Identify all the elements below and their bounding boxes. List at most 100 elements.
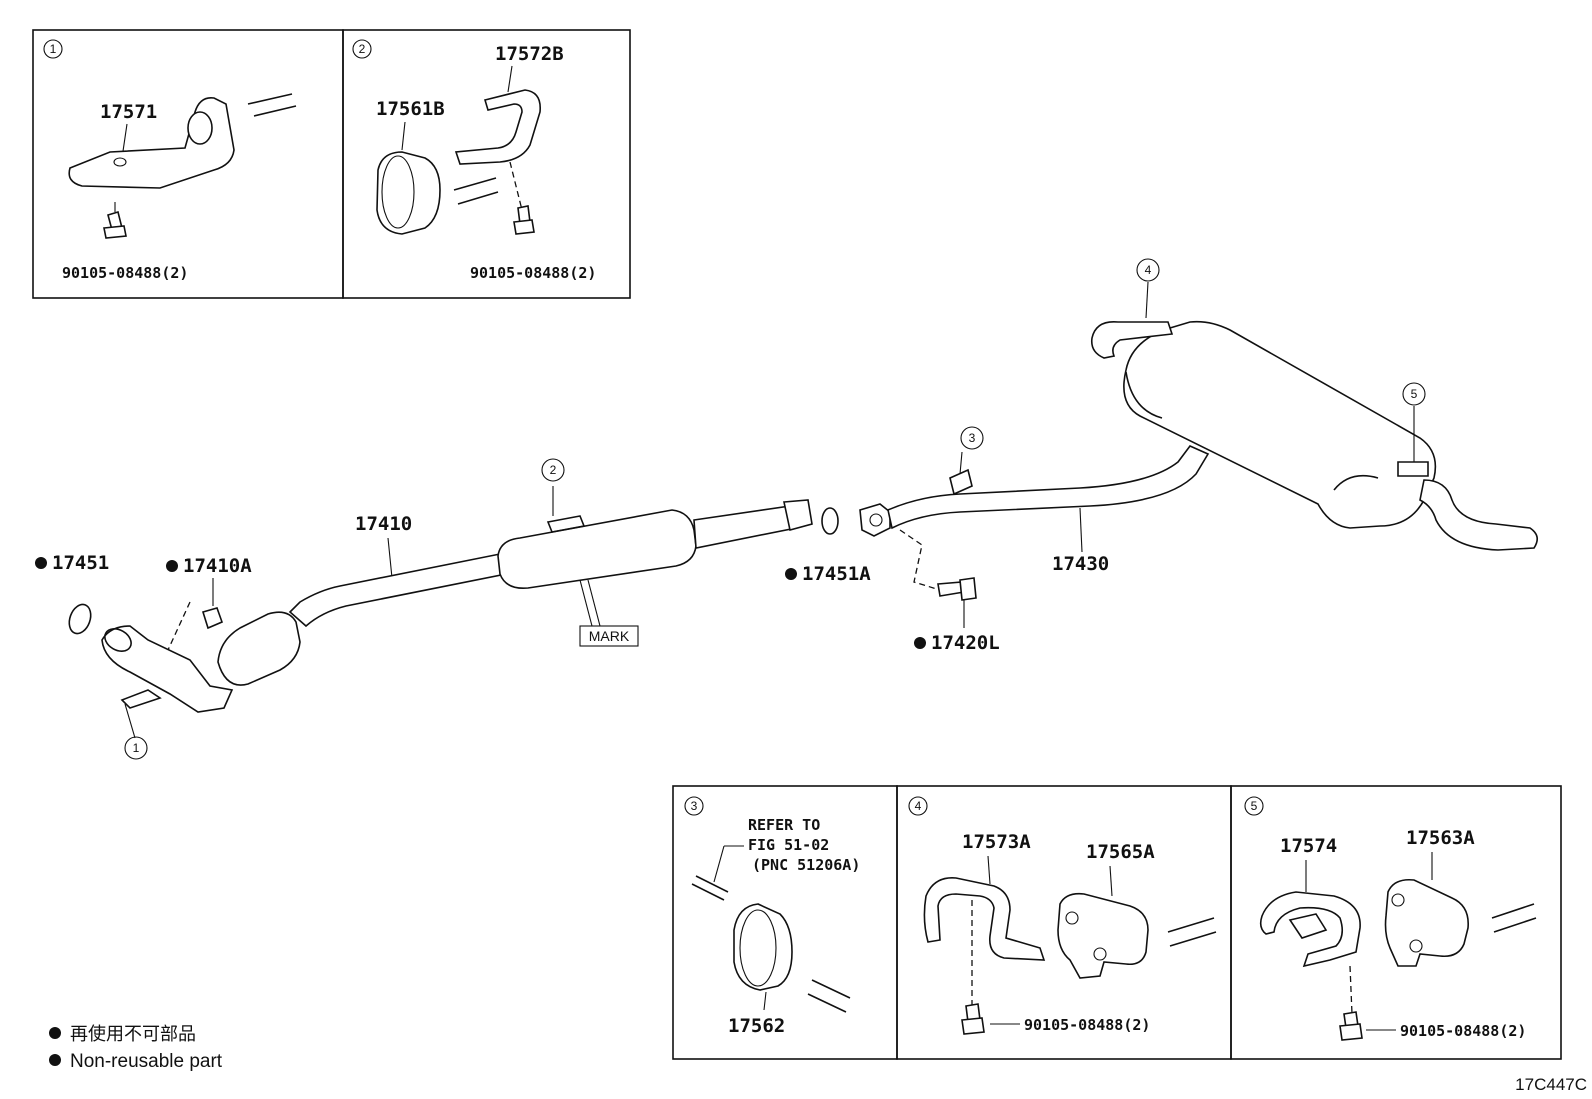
bolt-head[interactable]: [513, 219, 535, 235]
callout-3-label: 3: [691, 799, 698, 813]
pipe-stub: [691, 875, 729, 901]
mark-label: MARK: [589, 628, 630, 644]
refer-line-3[interactable]: (PNC 51206A): [752, 856, 860, 874]
callout-circle-2: [352, 39, 372, 59]
support-17563A[interactable]: [1384, 878, 1469, 967]
refer-leader: [713, 845, 725, 883]
muffler-edge: [1125, 371, 1163, 419]
leader-line: [1079, 507, 1083, 553]
mark-leader: [579, 579, 593, 627]
refer-line-1[interactable]: REFER TO: [748, 816, 820, 834]
nut-17410A[interactable]: [201, 607, 224, 630]
catalytic-converter[interactable]: [217, 611, 301, 686]
insulator-17561B[interactable]: [376, 151, 441, 235]
bolt-head[interactable]: [103, 225, 127, 239]
flange-hole: [869, 513, 883, 527]
bolt-head[interactable]: [1339, 1023, 1363, 1041]
hanger-rod-2[interactable]: [546, 515, 586, 533]
non-reusable-dot: [166, 560, 178, 572]
bolt-label-inset-4[interactable]: 90105-08488(2): [1024, 1016, 1150, 1034]
part-17451A-label[interactable]: 17451A: [802, 563, 871, 585]
callout-3-main: 3: [969, 431, 976, 445]
bolt-17420L-head[interactable]: [959, 577, 977, 601]
part-17561B-label[interactable]: 17561B: [376, 98, 445, 120]
callout-circle-3: [684, 796, 704, 816]
insulator-face: [739, 909, 777, 987]
leader-line: [763, 991, 767, 1011]
hanger-17572B[interactable]: [454, 89, 542, 165]
muffler-hanger-5[interactable]: [1397, 461, 1429, 477]
front-pipe-17410[interactable]: [288, 553, 508, 628]
part-17563A-label[interactable]: 17563A: [1406, 827, 1475, 849]
bolt-head[interactable]: [961, 1017, 985, 1035]
hanger-rod-3[interactable]: [949, 468, 973, 496]
callout-4-label: 4: [915, 799, 922, 813]
callout-circle-4[interactable]: [1136, 258, 1160, 282]
inset-2-frame: [342, 29, 631, 299]
part-17562-label[interactable]: 17562: [728, 1015, 785, 1037]
inset-3: 3 REFER TO FIG 51-02 (PNC 51206A) 17562: [672, 785, 898, 1060]
bolt-label-inset-5[interactable]: 90105-08488(2): [1400, 1022, 1526, 1040]
callout-5-label: 5: [1251, 799, 1258, 813]
mark-leader: [587, 579, 601, 627]
bracket-hole: [113, 157, 127, 167]
part-17420L-label[interactable]: 17420L: [931, 632, 1000, 654]
part-17574-label[interactable]: 17574: [1280, 835, 1337, 857]
tail-pipe-17430[interactable]: [887, 445, 1210, 530]
hanger-rod-1[interactable]: [120, 689, 162, 709]
leader-line: [387, 537, 393, 579]
part-17565A-label[interactable]: 17565A: [1086, 841, 1155, 863]
callout-1-main: 1: [133, 741, 140, 755]
callout-circle-4: [908, 796, 928, 816]
main-muffler[interactable]: [1123, 320, 1437, 529]
pipe-stub: [247, 93, 297, 117]
muffler-tail-outlet[interactable]: [1419, 479, 1538, 551]
refer-line-2[interactable]: FIG 51-02: [748, 836, 829, 854]
center-outlet-flange[interactable]: [783, 499, 813, 531]
callout-circle-2[interactable]: [541, 458, 565, 482]
support-17565A[interactable]: [1057, 892, 1149, 979]
pipe-stub: [1491, 903, 1537, 933]
main-assembly: 17451 17410A 17410 MARK 2 1: [35, 258, 1538, 760]
muffler-hanger-4[interactable]: [1090, 321, 1174, 359]
part-17430-label[interactable]: 17430: [1052, 553, 1109, 575]
part-17410A-label[interactable]: 17410A: [183, 555, 252, 577]
hanger-17573A[interactable]: [923, 877, 1046, 961]
callout-circle-5[interactable]: [1402, 382, 1426, 406]
part-17410-label[interactable]: 17410: [355, 513, 412, 535]
hanger-17574[interactable]: [1259, 891, 1361, 968]
center-muffler[interactable]: [497, 509, 697, 590]
callout-5-main: 5: [1411, 387, 1418, 401]
bolt-alignment-dash: [509, 161, 523, 211]
mark-box: [579, 625, 639, 647]
muffler-end-detail: [1333, 474, 1379, 491]
bolt-label-inset-2[interactable]: 90105-08488(2): [470, 264, 596, 282]
legend-dot-2: [49, 1054, 61, 1066]
part-17451-label[interactable]: 17451: [52, 552, 109, 574]
support-hole: [1409, 939, 1423, 953]
bolt-alignment-dash: [899, 529, 941, 591]
leader-line: [507, 65, 513, 93]
part-17573A-label[interactable]: 17573A: [962, 831, 1031, 853]
gasket-17451[interactable]: [65, 601, 94, 636]
insulator-17562[interactable]: [733, 903, 793, 991]
front-flange[interactable]: [101, 625, 234, 713]
tail-pipe-flange[interactable]: [859, 503, 891, 537]
inset-1: 1 17571 90105-08488(2): [32, 29, 344, 299]
gasket-17451A[interactable]: [821, 507, 839, 535]
leader-line: [959, 451, 963, 475]
callout-circle-3[interactable]: [960, 426, 984, 450]
part-17571-label[interactable]: 17571: [100, 101, 157, 123]
leader-line: [124, 703, 136, 739]
inset-2: 2 17572B 17561B 90105-08488(2): [342, 29, 631, 299]
inset-4: 4 17573A 17565A 90105-08488(2): [896, 785, 1232, 1060]
nut-alignment-dash: [167, 601, 191, 651]
callout-circle-1[interactable]: [124, 736, 148, 760]
part-17572B-label[interactable]: 17572B: [495, 43, 564, 65]
non-reusable-dot: [785, 568, 797, 580]
callout-2-label: 2: [359, 42, 366, 56]
bolt-label-inset-1[interactable]: 90105-08488(2): [62, 264, 188, 282]
callout-circle-5: [1244, 796, 1264, 816]
callout-2-main: 2: [550, 463, 557, 477]
